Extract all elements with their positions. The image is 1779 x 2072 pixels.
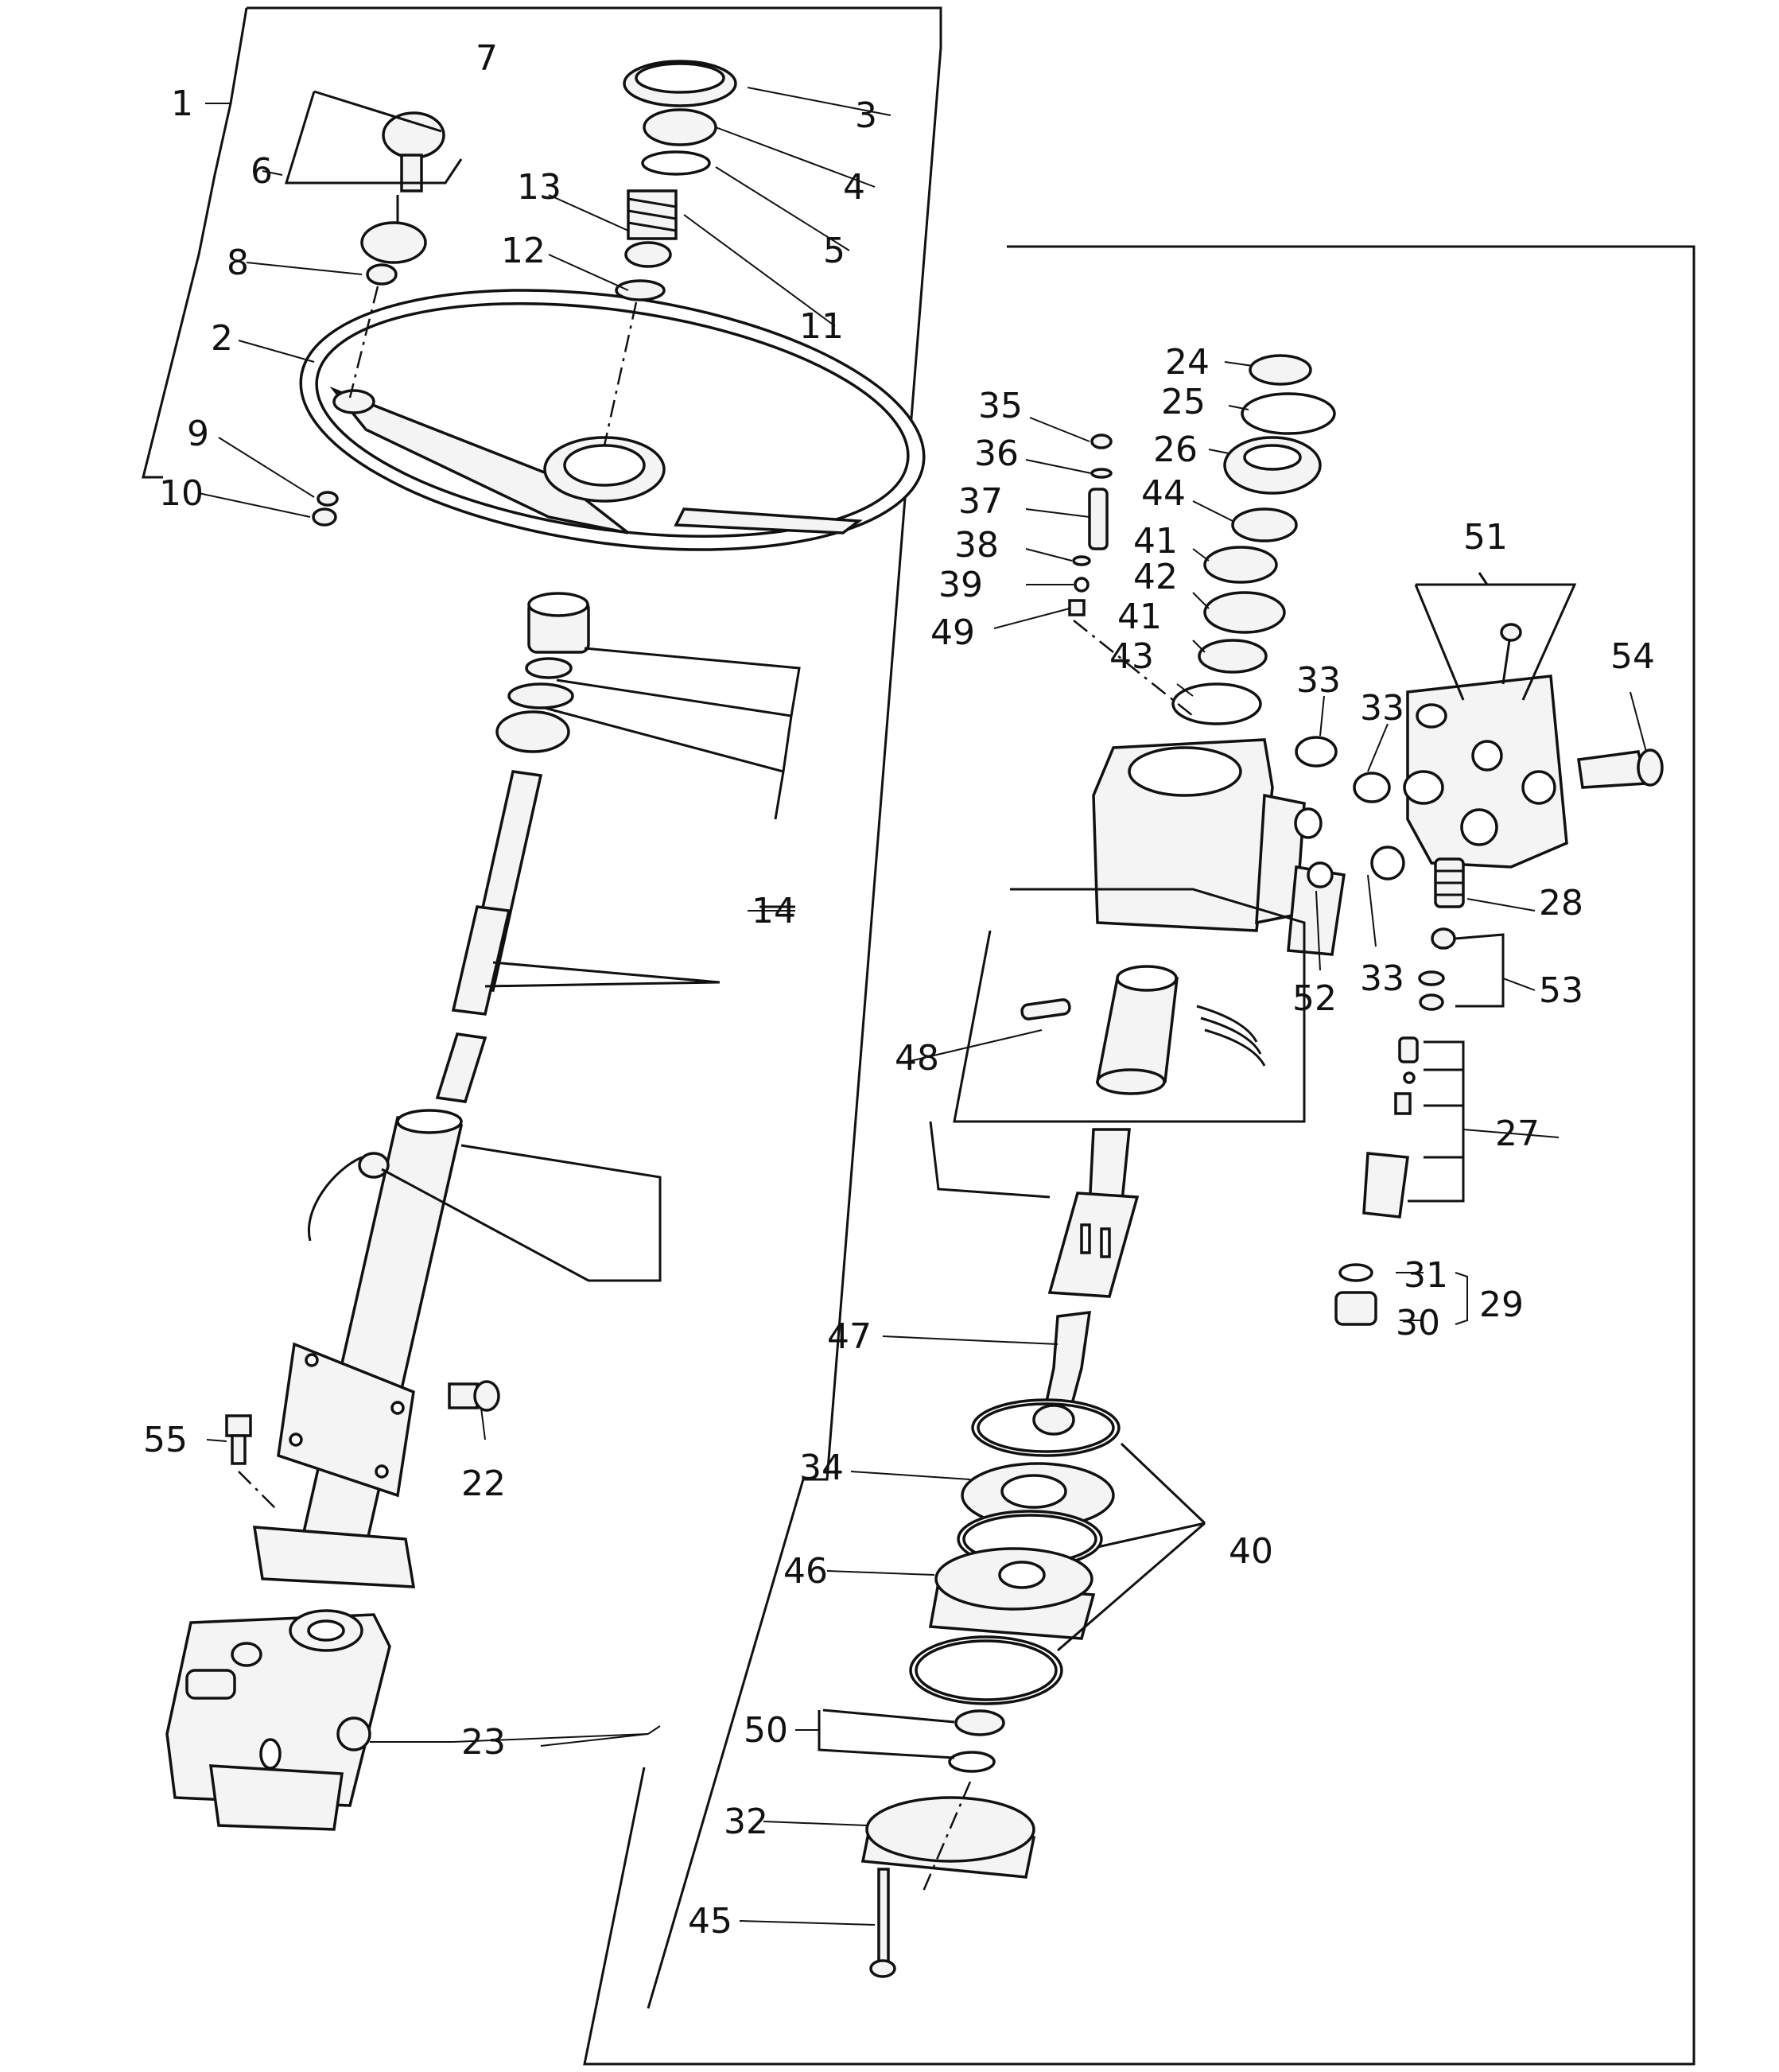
callout-47: 47 xyxy=(827,1316,872,1357)
callout-12: 12 xyxy=(501,231,546,271)
callout-29: 29 xyxy=(1479,1285,1524,1325)
callout-14: 14 xyxy=(752,891,796,931)
callout-2: 2 xyxy=(211,318,233,359)
callout-7: 7 xyxy=(476,38,498,79)
callout-28: 28 xyxy=(1539,883,1583,923)
wheel-bracket-lines xyxy=(142,7,248,479)
callout-8: 8 xyxy=(227,243,249,283)
callout-51: 51 xyxy=(1463,517,1508,558)
callout-43: 43 xyxy=(1109,636,1154,677)
callout-30: 30 xyxy=(1396,1303,1440,1343)
seal-stack xyxy=(1068,354,1336,725)
callout-31: 31 xyxy=(1404,1255,1448,1296)
callout-9: 9 xyxy=(187,414,209,454)
callout-27: 27 xyxy=(1495,1114,1540,1154)
callout-4: 4 xyxy=(843,167,865,208)
callout-46: 46 xyxy=(783,1551,828,1592)
callout-41-bottom: 41 xyxy=(1117,597,1162,637)
callout-25: 25 xyxy=(1161,382,1206,422)
gerotor-assembly xyxy=(909,1310,1206,1705)
orbitrol-unit-assembled xyxy=(165,1609,391,1831)
callout-44: 44 xyxy=(1141,473,1186,514)
drive-shaft xyxy=(929,1121,1140,1298)
spool-sleeve-assembly xyxy=(953,888,1306,1123)
callout-49: 49 xyxy=(930,612,975,653)
callout-35: 35 xyxy=(978,386,1023,426)
steering-wheel-group-frame xyxy=(247,6,942,2009)
end-cap-assembly xyxy=(818,1709,1036,1978)
orbitrol-group-frame xyxy=(583,245,1695,2066)
callout-labels: 1 2 3 4 5 6 7 8 9 10 11 12 13 14 22 23 2… xyxy=(143,38,1655,1942)
callout-55: 55 xyxy=(143,1420,188,1460)
callout-24: 24 xyxy=(1165,342,1210,383)
callout-10: 10 xyxy=(159,473,204,514)
callout-34: 34 xyxy=(799,1448,844,1488)
callout-45: 45 xyxy=(688,1901,732,1942)
callout-26: 26 xyxy=(1153,430,1198,470)
callout-54: 54 xyxy=(1610,636,1655,677)
callout-50: 50 xyxy=(744,1710,788,1751)
callout-6: 6 xyxy=(251,151,273,192)
callout-13: 13 xyxy=(517,167,561,208)
steering-wheel xyxy=(299,289,926,551)
callout-33-mid: 33 xyxy=(1360,688,1404,729)
callout-5: 5 xyxy=(823,231,845,271)
callout-52: 52 xyxy=(1292,978,1337,1019)
orbitrol-housing xyxy=(1092,736,1405,956)
callout-36: 36 xyxy=(974,433,1019,474)
callout-39: 39 xyxy=(938,565,983,605)
callout-33-bottom: 33 xyxy=(1360,958,1404,999)
leader-lines xyxy=(198,87,1647,1926)
column-shaft-parts xyxy=(435,592,801,1103)
knob-assembly xyxy=(284,90,463,527)
valve-block xyxy=(1403,572,1664,869)
callout-23: 23 xyxy=(461,1722,506,1763)
callout-53: 53 xyxy=(1539,970,1583,1011)
callout-32: 32 xyxy=(724,1802,768,1842)
callout-11: 11 xyxy=(799,306,844,347)
column-bracket xyxy=(225,1342,500,1588)
callout-22: 22 xyxy=(461,1464,506,1504)
callout-42: 42 xyxy=(1133,557,1178,597)
callout-41-top: 41 xyxy=(1133,521,1178,562)
horn-cap-assembly xyxy=(603,60,737,446)
callout-1: 1 xyxy=(171,84,193,124)
callout-3: 3 xyxy=(855,95,877,136)
callout-40: 40 xyxy=(1229,1531,1273,1572)
callout-37: 37 xyxy=(958,481,1003,522)
callout-38: 38 xyxy=(954,525,999,566)
relief-valve-parts xyxy=(1334,857,1505,1326)
callout-48: 48 xyxy=(895,1038,939,1079)
callout-33-top: 33 xyxy=(1296,660,1341,701)
